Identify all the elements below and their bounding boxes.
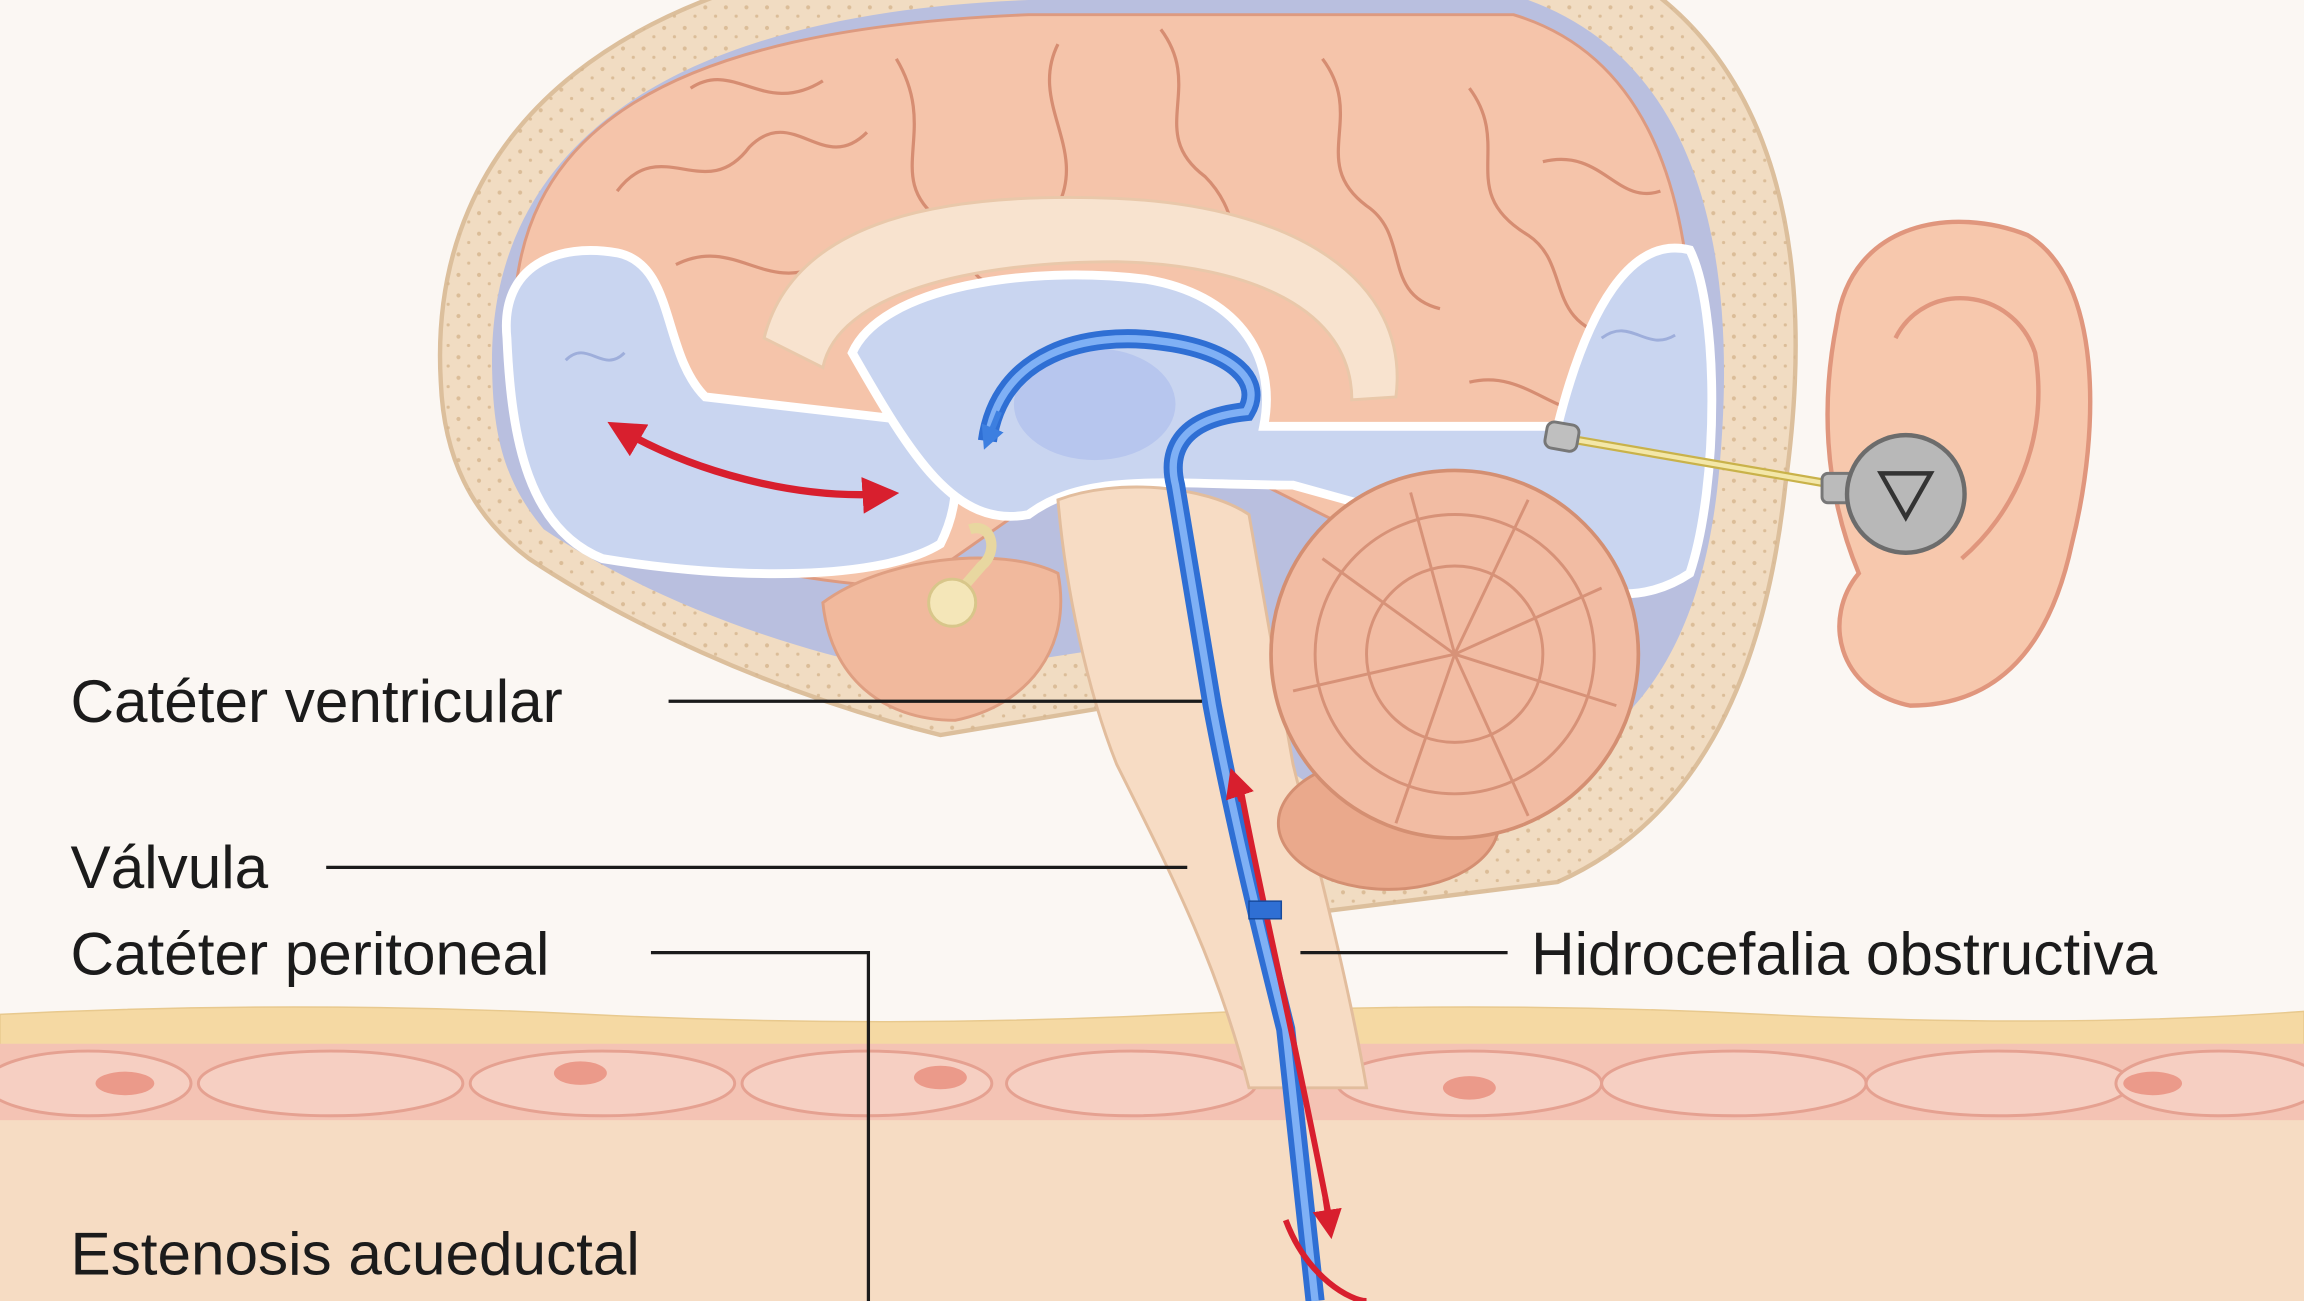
corpus-callosum bbox=[762, 195, 1399, 402]
label-obstructive-hydrocephalus: Hidrocefalia obstructiva bbox=[1531, 920, 2158, 988]
triangle-icon bbox=[1877, 471, 1935, 522]
shunt-reservoir bbox=[1543, 420, 1967, 555]
cerebellum bbox=[1269, 468, 1641, 891]
label-ventricular-catheter: Catéter ventricular bbox=[71, 667, 563, 735]
label-valve: Válvula bbox=[71, 833, 269, 901]
pons bbox=[821, 556, 1063, 722]
leader-peritoneal-catheter bbox=[650, 950, 871, 1301]
label-peritoneal-catheter: Catéter peritoneal bbox=[71, 920, 550, 988]
ventricle-flow-arrow bbox=[607, 421, 900, 514]
brainstem bbox=[1056, 485, 1369, 1090]
label-aqueductal-stenosis: Estenosis acueductal bbox=[71, 1220, 640, 1288]
ear bbox=[1825, 219, 2093, 708]
shunt-catheter bbox=[977, 329, 1367, 1301]
hypophysis bbox=[958, 522, 997, 592]
